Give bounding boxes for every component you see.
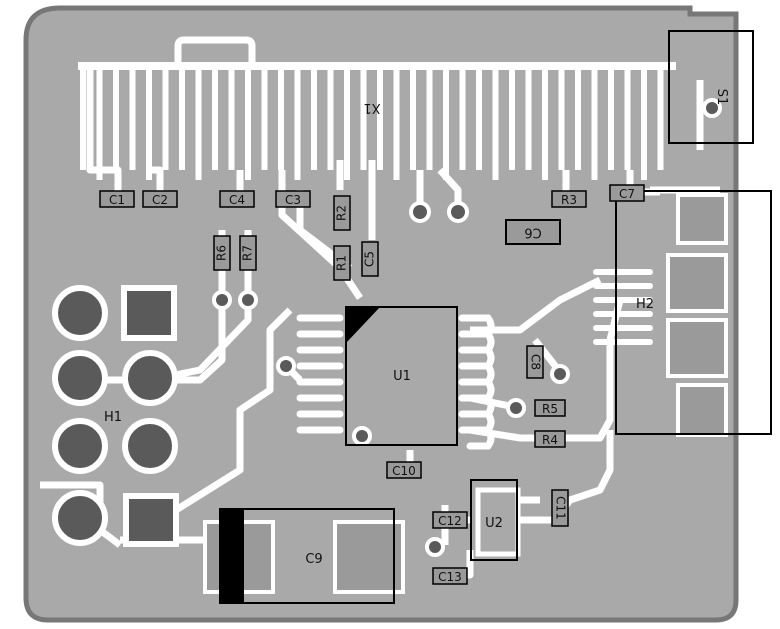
connector-finger [393, 62, 400, 180]
u1-label: U1 [393, 369, 411, 384]
small-parts [99, 184, 645, 585]
connector-finger [377, 62, 383, 170]
c12-label: C12 [438, 514, 462, 528]
x1-label: X1 [363, 100, 380, 115]
u1-right-pin [458, 426, 495, 450]
connector-finger [476, 62, 482, 170]
r7-label: R7 [241, 245, 255, 261]
c9-label: C9 [305, 552, 322, 567]
connector-finger [443, 62, 449, 180]
h1-label: H1 [104, 410, 122, 425]
connector-finger [113, 62, 119, 170]
u2-label: U2 [485, 516, 503, 531]
connector-finger [278, 62, 284, 170]
connector-finger [459, 62, 466, 170]
u1-pins [296, 314, 495, 450]
connector-bridge [174, 36, 256, 70]
connector-finger [492, 62, 499, 180]
u1-pin1-marker [346, 307, 380, 343]
h2-label: H2 [636, 297, 654, 312]
connector-finger [657, 62, 664, 170]
connector-finger [344, 62, 350, 180]
connector-finger [96, 62, 103, 180]
connector-finger [129, 62, 136, 170]
connector-finger [294, 62, 301, 180]
connector-finger [311, 62, 317, 170]
connector-finger [525, 62, 532, 170]
connector-finger [327, 62, 334, 170]
connector-finger [591, 62, 598, 180]
connector-finger [360, 62, 367, 170]
connector-top-band [78, 62, 676, 70]
connector-finger [195, 62, 202, 180]
r1-label: R1 [335, 255, 349, 271]
connector-finger [608, 62, 614, 170]
c4-label: C4 [229, 193, 245, 207]
c8-label: C8 [529, 354, 543, 370]
c13-label: C13 [438, 570, 462, 584]
r2-label: R2 [335, 205, 349, 221]
connector-finger [261, 62, 268, 170]
connector-finger [410, 62, 416, 170]
vias [212, 98, 722, 557]
c6-label: C6 [524, 225, 541, 240]
c2-label: C2 [152, 193, 168, 207]
connector-finger [558, 62, 565, 170]
side-pads [666, 193, 728, 437]
connector-finger [509, 62, 515, 170]
connector-finger [542, 62, 548, 180]
connector-finger [641, 62, 647, 180]
c10-label: C10 [392, 464, 416, 478]
connector-finger [245, 62, 251, 180]
c1-label: C1 [109, 193, 125, 207]
r6-label: R6 [215, 245, 229, 261]
connector-finger [146, 62, 152, 180]
r5-label: R5 [542, 402, 558, 416]
connector-finger [426, 62, 433, 170]
connector-finger [162, 62, 169, 170]
h2-pins [593, 269, 653, 345]
c9-polarity-band [220, 509, 244, 603]
connector-finger [80, 62, 86, 170]
header-h1 [52, 285, 179, 547]
connector-finger [624, 62, 631, 170]
connector-finger [212, 62, 218, 170]
r3-label: R3 [561, 193, 577, 207]
connector-finger [179, 62, 185, 170]
connector-finger [575, 62, 581, 170]
c3-label: C3 [285, 193, 301, 207]
c5-label: C5 [363, 251, 377, 267]
c11-label: C11 [554, 496, 568, 520]
connector-finger [228, 62, 235, 170]
edge-connector-x1 [78, 62, 676, 180]
s1-label: S1 [714, 89, 729, 106]
r4-label: R4 [542, 433, 558, 447]
c7-label: C7 [619, 187, 635, 201]
